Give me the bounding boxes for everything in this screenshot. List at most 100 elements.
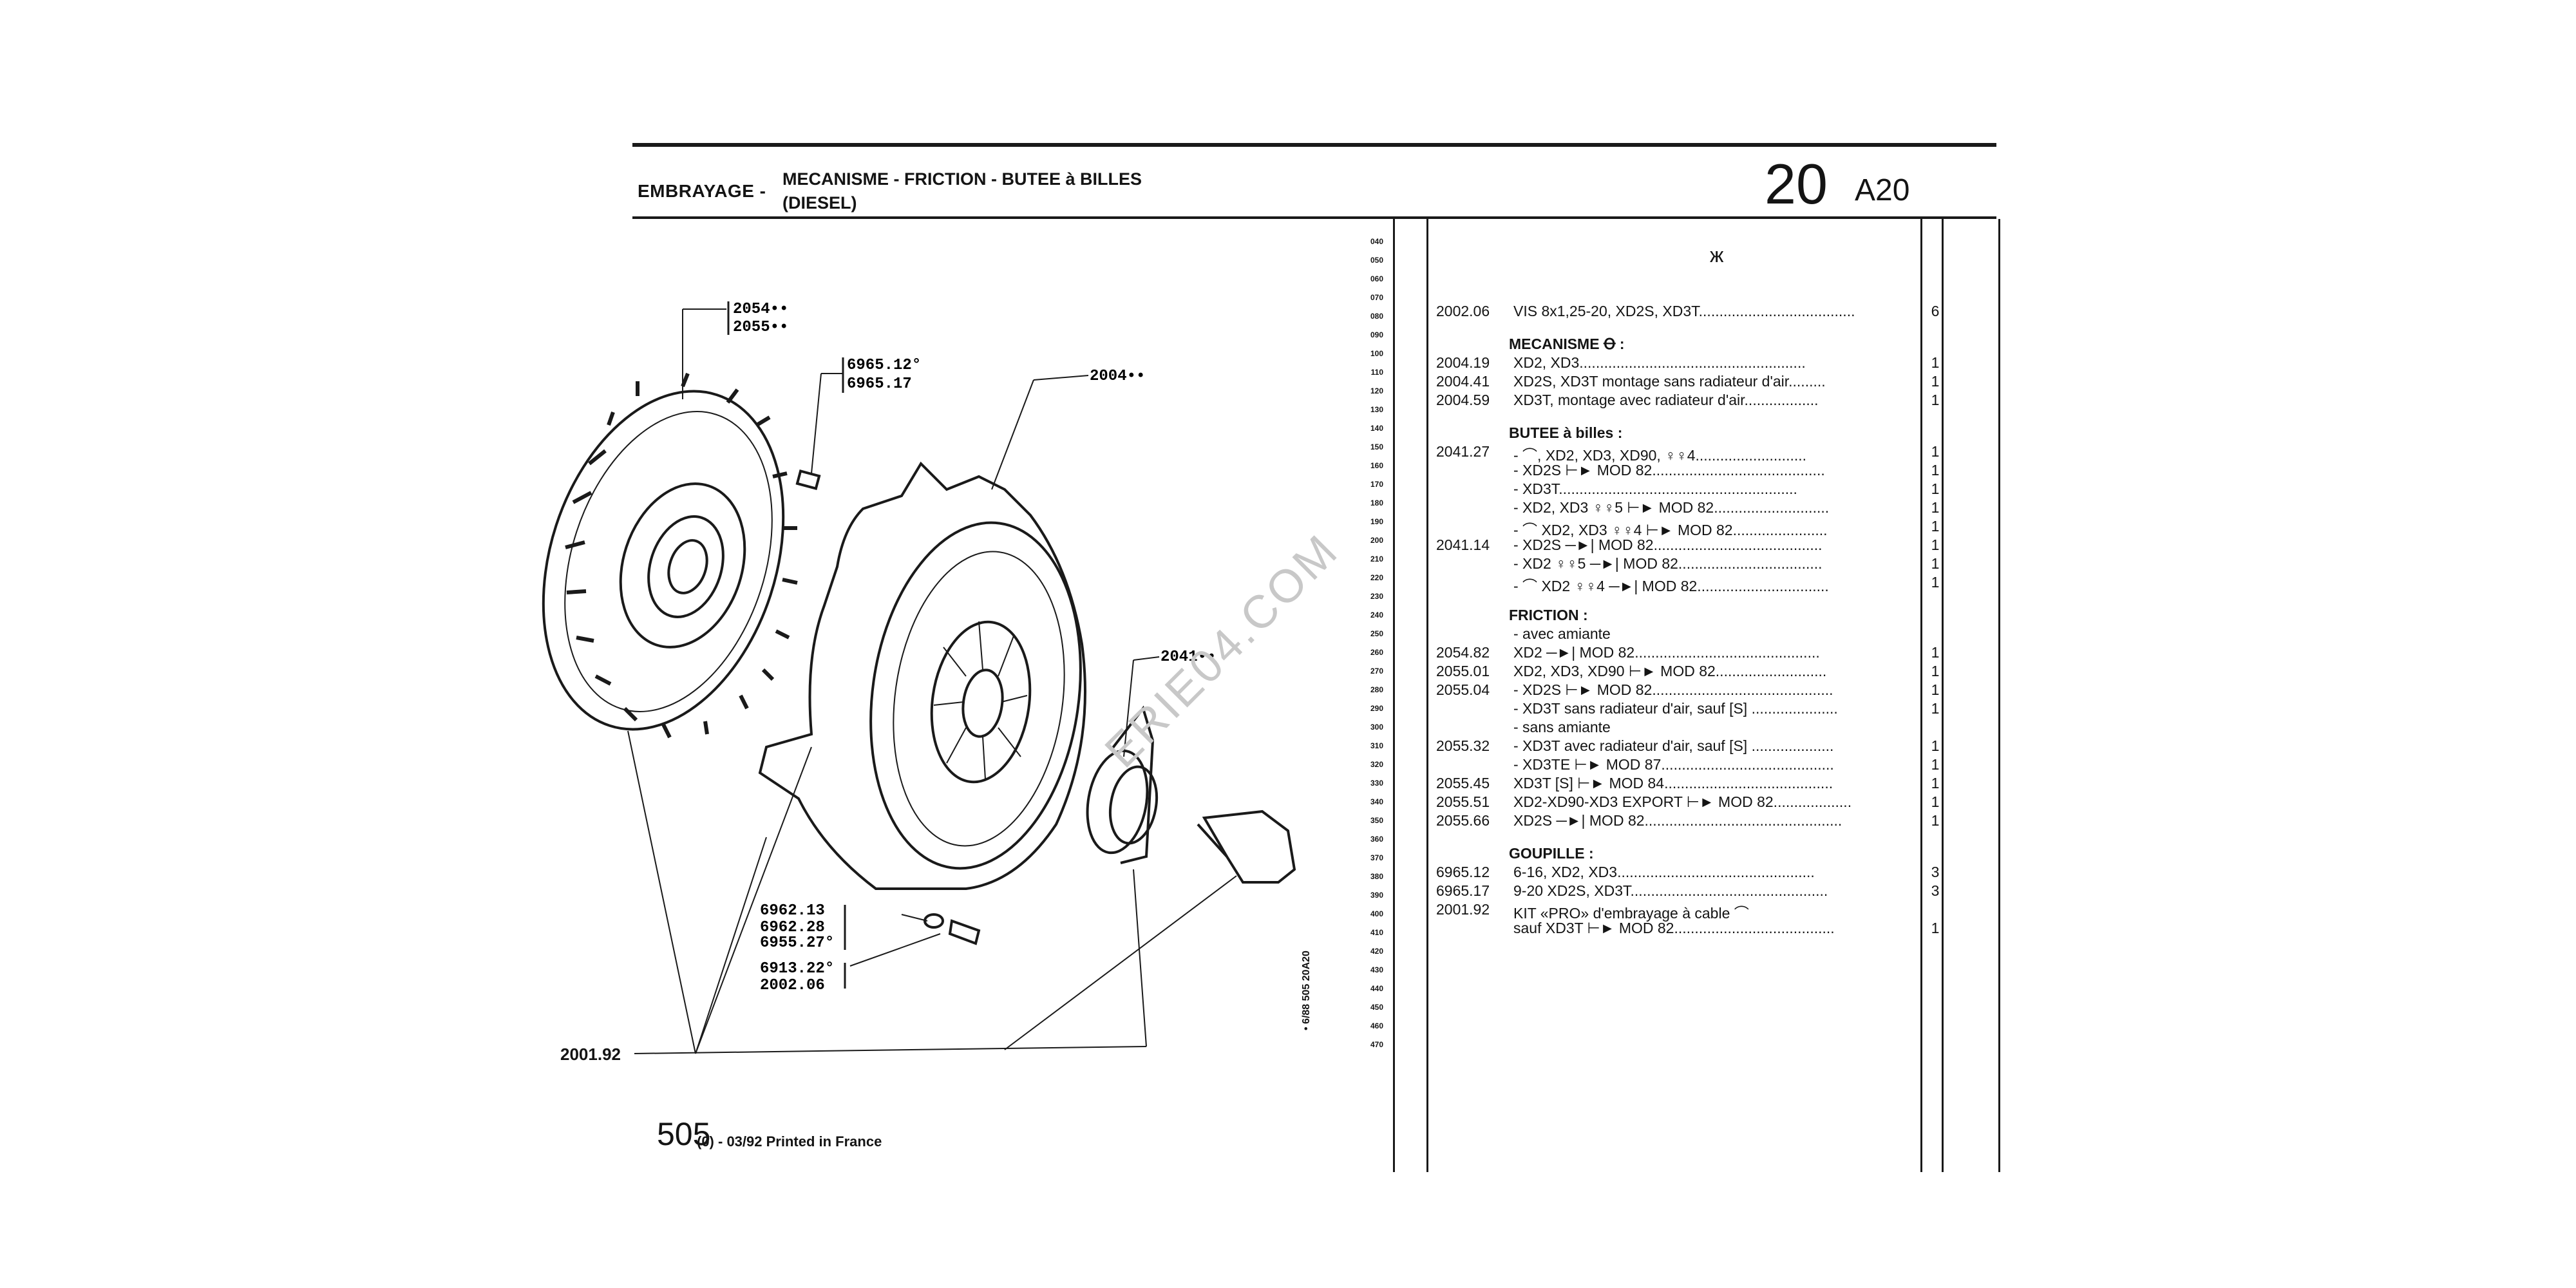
section-heading: FRICTION : (1509, 607, 1588, 623)
callout-2041: 2041•• (1160, 649, 1216, 666)
row-number: 460 (1370, 1021, 1383, 1030)
row-number: 230 (1370, 592, 1383, 601)
part-quantity: 1 (1931, 555, 1940, 572)
part-description: XD2, XD3................................… (1513, 354, 1806, 371)
row-number: 420 (1370, 947, 1383, 956)
part-quantity: 1 (1931, 536, 1940, 553)
row-number: 090 (1370, 330, 1383, 339)
part-description: XD3T [S] ⊢► MOD 84......................… (1513, 775, 1833, 791)
row-number: 290 (1370, 704, 1383, 713)
part-reference: 2041.14 (1436, 536, 1490, 553)
part-description: - ⌒ XD2, XD3 ♀♀4 ⊢► MOD 82..............… (1513, 522, 1828, 538)
callout-6913-22: 6913.22° (760, 960, 834, 978)
row-number: 070 (1370, 293, 1383, 302)
callout-2004: 2004•• (1090, 368, 1145, 385)
page-subtitle: (DIESEL) (782, 193, 857, 213)
part-description: 6-16, XD2, XD3..........................… (1513, 864, 1815, 880)
callout-2055: 2055•• (733, 319, 788, 336)
row-number: 360 (1370, 835, 1383, 844)
row-number: 320 (1370, 760, 1383, 769)
row-number: 100 (1370, 349, 1383, 358)
part-reference: 6965.12 (1436, 864, 1490, 880)
part-description: - XD2S ⊢► MOD 82........................… (1513, 462, 1825, 478)
part-description: - XD2S ─►| MOD 82.......................… (1513, 536, 1823, 553)
part-description: XD3T, montage avec radiateur d'air......… (1513, 392, 1819, 408)
part-quantity: 3 (1931, 882, 1940, 899)
callout-6965-17: 6965.17 (847, 375, 912, 393)
header-bottom-rule (632, 216, 1996, 219)
row-number: 410 (1370, 928, 1383, 937)
part-description: - XD2S ⊢► MOD 82........................… (1513, 681, 1833, 698)
row-number: 340 (1370, 797, 1383, 806)
kit-reference: 2001.92 (560, 1045, 621, 1064)
part-reference: 2055.01 (1436, 663, 1490, 679)
part-description: KIT «PRO» d'embrayage à cable ⌒ (1513, 905, 1749, 922)
table-rule-3 (1920, 219, 1922, 1172)
section-heading: MECANISME Ꝋ : (1509, 336, 1625, 352)
part-reference: 2055.32 (1436, 737, 1490, 754)
section-title: EMBRAYAGE - (638, 181, 766, 201)
part-description: XD2S ─►| MOD 82.........................… (1513, 812, 1842, 829)
row-number: 300 (1370, 723, 1383, 732)
part-description: sauf XD3T ⊢► MOD 82.....................… (1513, 920, 1835, 936)
part-quantity: 3 (1931, 864, 1940, 880)
part-quantity: 6 (1931, 303, 1940, 319)
part-reference: 2004.41 (1436, 373, 1490, 390)
part-quantity: 1 (1931, 443, 1940, 460)
part-quantity: 1 (1931, 663, 1940, 679)
row-number: 170 (1370, 480, 1383, 489)
page-code: A20 (1855, 173, 1910, 207)
table-rule-5 (1998, 219, 2000, 1172)
part-reference: 2001.92 (1436, 901, 1490, 918)
part-quantity: 1 (1931, 392, 1940, 408)
row-number: 200 (1370, 536, 1383, 545)
part-reference: 2041.27 (1436, 443, 1490, 460)
row-number: 430 (1370, 965, 1383, 974)
row-number: 080 (1370, 312, 1383, 321)
table-rule-2 (1426, 219, 1428, 1172)
row-number: 280 (1370, 685, 1383, 694)
part-reference: 2004.59 (1436, 392, 1490, 408)
row-number: 310 (1370, 741, 1383, 750)
row-number: 060 (1370, 274, 1383, 283)
row-number: 160 (1370, 461, 1383, 470)
part-quantity: 1 (1931, 518, 1940, 535)
section-heading: BUTEE à billes : (1509, 424, 1623, 441)
part-description: XD2S, XD3T montage sans radiateur d'air.… (1513, 373, 1826, 390)
table-rule-4 (1942, 219, 1944, 1172)
part-description: XD2-XD90-XD3 EXPORT ⊢► MOD 82...........… (1513, 793, 1852, 810)
row-number: 190 (1370, 517, 1383, 526)
callout-6955-27: 6955.27° (760, 934, 834, 952)
page-title: MECANISME - FRICTION - BUTEE à BILLES (782, 169, 1142, 189)
callout-2054: 2054•• (733, 301, 788, 318)
section-heading: GOUPILLE : (1509, 845, 1594, 862)
part-quantity: 1 (1931, 812, 1940, 829)
part-reference: 2055.45 (1436, 775, 1490, 791)
footer-page-number: 505 (657, 1116, 711, 1152)
part-description: VIS 8x1,25-20, XD2S, XD3T...............… (1513, 303, 1855, 319)
part-reference: 2004.19 (1436, 354, 1490, 371)
part-description: - XD3T sans radiateur d'air, sauf [S] ..… (1513, 700, 1838, 717)
row-number: 110 (1370, 368, 1383, 377)
part-description: 9-20 XD2S, XD3T.........................… (1513, 882, 1828, 899)
row-number: 040 (1370, 237, 1383, 246)
row-number: 120 (1370, 386, 1383, 395)
row-number: 180 (1370, 498, 1383, 507)
part-quantity: 1 (1931, 737, 1940, 754)
row-number: 260 (1370, 648, 1383, 657)
part-description: - ⌒, XD2, XD3, XD90, ♀♀4................… (1513, 447, 1807, 464)
part-quantity: 1 (1931, 499, 1940, 516)
part-reference: 2054.82 (1436, 644, 1490, 661)
friction-disc (542, 390, 785, 731)
part-description: XD2 ─►| MOD 82..........................… (1513, 644, 1820, 661)
group-number: 20 (1765, 152, 1828, 216)
row-number: 270 (1370, 667, 1383, 676)
part-description: - avec amiante (1513, 625, 1611, 642)
part-description: - XD3T avec radiateur d'air, sauf [S] ..… (1513, 737, 1834, 754)
part-quantity: 1 (1931, 775, 1940, 791)
row-number: 220 (1370, 573, 1383, 582)
table-rule-1 (1393, 219, 1395, 1172)
part-quantity: 1 (1931, 920, 1940, 936)
row-number: 250 (1370, 629, 1383, 638)
